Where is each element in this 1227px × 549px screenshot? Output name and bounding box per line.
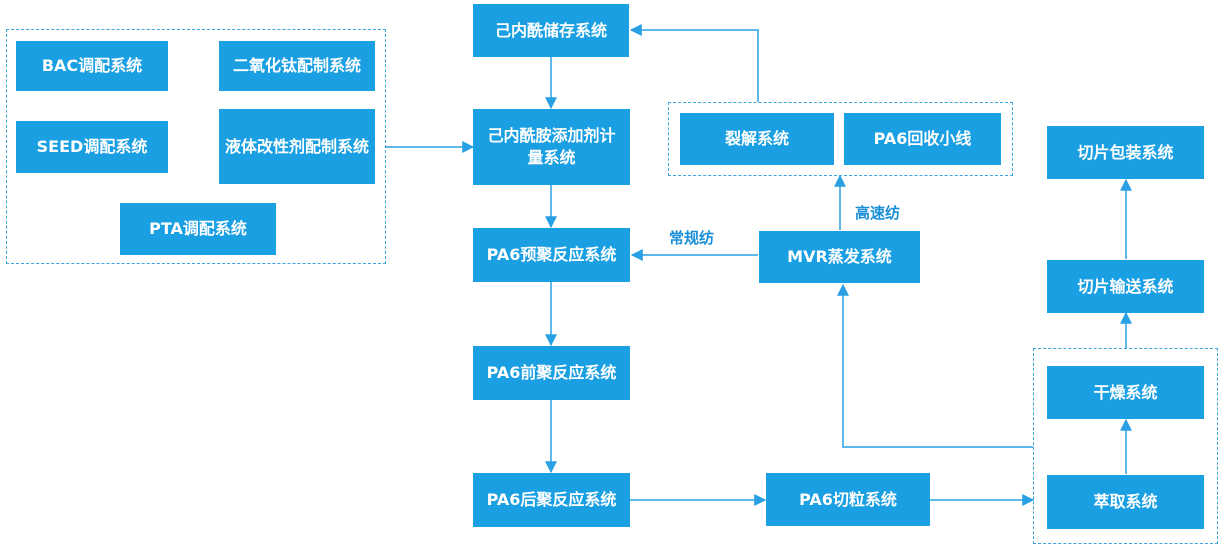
pa6-front-poly-box: PA6前聚反应系统	[473, 346, 630, 400]
pta-prep-box: PTA调配系统	[120, 203, 276, 255]
tio2-prep-box: 二氧化钛配制系统	[219, 41, 375, 91]
pa6-recovery-line-box: PA6回收小线	[844, 113, 1001, 165]
recovery-group-frame	[668, 102, 1013, 176]
caprolactam-dosing-box: 己内酰胺添加剂计量系统	[473, 109, 630, 185]
pa6-prepoly-box: PA6预聚反应系统	[473, 228, 630, 282]
bac-prep-box: BAC调配系统	[16, 41, 168, 91]
drying-box: 干燥系统	[1047, 366, 1204, 419]
arrow-recovery-to-storage	[629, 24, 759, 102]
extraction-box: 萃取系统	[1047, 475, 1204, 529]
liquid-modifier-prep-box: 液体改性剂配制系统	[219, 109, 375, 184]
pa6-cutting-box: PA6切粒系统	[766, 473, 930, 526]
conventional-spinning-label: 常规纺	[669, 229, 715, 247]
prep-group-frame	[6, 29, 386, 264]
high-speed-spinning-label: 高速纺	[855, 204, 901, 222]
chip-conveying-box: 切片输送系统	[1047, 260, 1204, 313]
arrow-chip-group-to-mvr	[837, 283, 1033, 448]
pa6-post-poly-box: PA6后聚反应系统	[473, 473, 630, 527]
seed-prep-box: SEED调配系统	[16, 121, 168, 173]
chip-group-frame	[1033, 348, 1218, 544]
chip-packing-box: 切片包装系统	[1047, 126, 1204, 179]
mvr-evaporation-box: MVR蒸发系统	[759, 231, 920, 283]
caprolactam-storage-box: 己内酰储存系统	[473, 4, 629, 57]
cracking-box: 裂解系统	[680, 113, 834, 165]
